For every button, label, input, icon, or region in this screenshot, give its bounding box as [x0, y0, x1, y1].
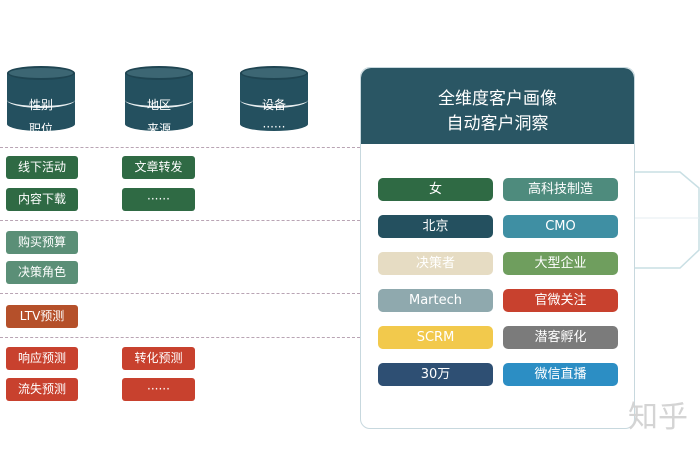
divider — [0, 337, 360, 338]
profile-tag: 官微关注 — [503, 289, 618, 312]
panel-subtitle: 自动客户洞察 — [446, 114, 549, 134]
profile-tag: 女 — [378, 178, 493, 201]
tag-offline-activity: 线下活动 — [6, 156, 78, 179]
database-label: 设备 — [261, 98, 286, 112]
database-label: 来源 — [146, 122, 171, 136]
profile-tag: 30万 — [378, 363, 493, 386]
profile-tag: Martech — [378, 289, 493, 312]
database-label: ······ — [262, 120, 286, 134]
profile-tag: SCRM — [378, 326, 493, 349]
tag-decision-role: 决策角色 — [6, 261, 78, 284]
database-label: 地区 — [146, 98, 171, 112]
divider — [0, 293, 360, 294]
database-label: 职位 — [28, 122, 53, 136]
customer-profile-panel: 全维度客户画像 自动客户洞察 女高科技制造北京 CMO 决策者大型企业 Martech… — [360, 67, 635, 429]
database-label: 性别 — [28, 98, 53, 112]
profile-tag: CMO — [503, 215, 618, 238]
database-separator — [125, 98, 193, 108]
output-arrow-icon — [635, 171, 700, 269]
profile-tag: 决策者 — [378, 252, 493, 275]
tag-purchase-budget: 购买预算 — [6, 231, 78, 254]
divider — [0, 147, 360, 148]
divider — [0, 220, 360, 221]
panel-header: 全维度客户画像 自动客户洞察 — [361, 68, 634, 144]
database-top — [125, 66, 193, 80]
tag-ltv-prediction: LTV预测 — [6, 305, 78, 328]
tag-more-prediction: ······ — [122, 378, 195, 401]
database-region-source: 地区 来源 — [125, 66, 193, 138]
database-separator — [7, 98, 75, 108]
profile-tag: 大型企业 — [503, 252, 618, 275]
profile-tag: 潜客孵化 — [503, 326, 618, 349]
panel-title: 全维度客户画像 — [438, 89, 557, 109]
tag-content-download: 内容下载 — [6, 188, 78, 211]
profile-tag: 微信直播 — [503, 363, 618, 386]
database-top — [7, 66, 75, 80]
watermark-logo: 知乎 — [628, 400, 688, 435]
tag-churn-prediction: 流失预测 — [6, 378, 78, 401]
database-separator — [240, 98, 308, 108]
profile-tag: 高科技制造 — [503, 178, 618, 201]
tag-more-behavior: ······ — [122, 188, 195, 211]
database-gender-position: 性别 职位 — [7, 66, 75, 138]
database-device: 设备 ······ — [240, 66, 308, 138]
tag-conversion-prediction: 转化预测 — [122, 347, 195, 370]
tag-article-share: 文章转发 — [122, 156, 195, 179]
database-top — [240, 66, 308, 80]
profile-tag: 北京 — [378, 215, 493, 238]
tag-response-prediction: 响应预测 — [6, 347, 78, 370]
